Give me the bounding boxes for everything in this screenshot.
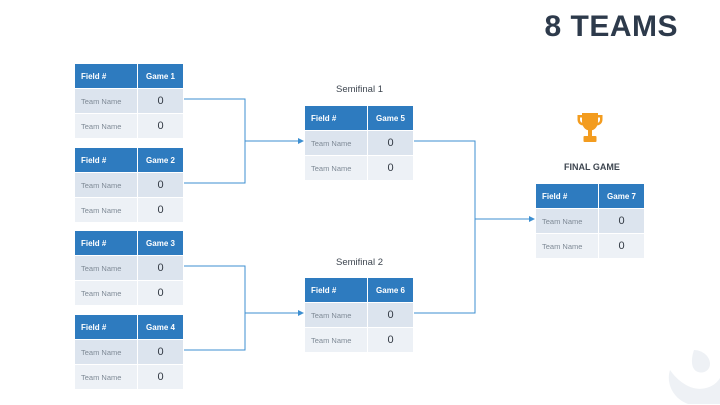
team-row: Team Name 0: [74, 255, 184, 281]
final-game-label: FINAL GAME: [564, 162, 620, 172]
team-row: Team Name 0: [74, 113, 184, 139]
team-row: Team Name 0: [74, 339, 184, 365]
field-header: Field #: [74, 147, 138, 173]
score-cell[interactable]: 0: [137, 197, 184, 223]
game-header: Game 3: [137, 230, 184, 256]
team-row: Team Name 0: [74, 197, 184, 223]
team-row: Team Name 0: [74, 280, 184, 306]
connector-game2-to-semi1: [184, 141, 246, 184]
team-name-cell[interactable]: Team Name: [74, 197, 138, 223]
game-header: Game 6: [367, 277, 414, 303]
trophy-icon: [577, 113, 603, 142]
connector-game1-to-semi1: [184, 98, 246, 141]
team-name-cell[interactable]: Team Name: [74, 172, 138, 198]
team-name-cell[interactable]: Team Name: [304, 155, 368, 181]
game-header: Game 5: [367, 105, 414, 131]
team-name-cell[interactable]: Team Name: [74, 280, 138, 306]
team-row: Team Name 0: [74, 364, 184, 390]
score-cell[interactable]: 0: [137, 364, 184, 390]
team-name-cell[interactable]: Team Name: [74, 255, 138, 281]
team-row: Team Name 0: [74, 172, 184, 198]
match-game-3: Field # Game 3 Team Name 0 Team Name 0: [74, 230, 184, 306]
semifinal-2-label: Semifinal 2: [336, 257, 383, 268]
score-cell[interactable]: 0: [367, 327, 414, 353]
connector-semi2-to-final: [414, 219, 476, 314]
match-game-1: Field # Game 1 Team Name 0 Team Name 0: [74, 63, 184, 139]
connector-game4-to-semi2: [184, 313, 246, 351]
game-header: Game 2: [137, 147, 184, 173]
field-header: Field #: [304, 105, 368, 131]
match-game-5: Field # Game 5 Team Name 0 Team Name 0: [304, 105, 414, 181]
field-header: Field #: [535, 183, 599, 209]
field-header: Field #: [74, 314, 138, 340]
page-title: 8 TEAMS: [544, 10, 678, 43]
match-game-2: Field # Game 2 Team Name 0 Team Name 0: [74, 147, 184, 223]
score-cell[interactable]: 0: [137, 255, 184, 281]
match-game-7: Field # Game 7 Team Name 0 Team Name 0: [535, 183, 645, 259]
game-header: Game 4: [137, 314, 184, 340]
score-cell[interactable]: 0: [137, 172, 184, 198]
field-header: Field #: [74, 63, 138, 89]
team-name-cell[interactable]: Team Name: [74, 113, 138, 139]
match-game-6: Field # Game 6 Team Name 0 Team Name 0: [304, 277, 414, 353]
match-game-4: Field # Game 4 Team Name 0 Team Name 0: [74, 314, 184, 390]
score-cell[interactable]: 0: [367, 302, 414, 328]
team-name-cell[interactable]: Team Name: [74, 339, 138, 365]
semifinal-1-label: Semifinal 1: [336, 84, 383, 95]
team-name-cell[interactable]: Team Name: [535, 233, 599, 259]
team-row: Team Name 0: [304, 130, 414, 156]
score-cell[interactable]: 0: [137, 113, 184, 139]
score-cell[interactable]: 0: [598, 233, 645, 259]
team-row: Team Name 0: [535, 233, 645, 259]
score-cell[interactable]: 0: [137, 339, 184, 365]
score-cell[interactable]: 0: [598, 208, 645, 234]
game-header: Game 1: [137, 63, 184, 89]
team-name-cell[interactable]: Team Name: [74, 88, 138, 114]
team-row: Team Name 0: [535, 208, 645, 234]
team-name-cell[interactable]: Team Name: [304, 302, 368, 328]
team-name-cell[interactable]: Team Name: [535, 208, 599, 234]
team-row: Team Name 0: [304, 155, 414, 181]
team-name-cell[interactable]: Team Name: [304, 130, 368, 156]
score-cell[interactable]: 0: [137, 88, 184, 114]
team-row: Team Name 0: [304, 327, 414, 353]
score-cell[interactable]: 0: [367, 130, 414, 156]
team-name-cell[interactable]: Team Name: [304, 327, 368, 353]
field-header: Field #: [74, 230, 138, 256]
connector-semi1-to-final: [414, 140, 476, 219]
connector-game3-to-semi2: [184, 265, 246, 313]
game-header: Game 7: [598, 183, 645, 209]
logo-watermark-icon: [668, 350, 720, 404]
score-cell[interactable]: 0: [367, 155, 414, 181]
field-header: Field #: [304, 277, 368, 303]
team-row: Team Name 0: [74, 88, 184, 114]
team-row: Team Name 0: [304, 302, 414, 328]
team-name-cell[interactable]: Team Name: [74, 364, 138, 390]
score-cell[interactable]: 0: [137, 280, 184, 306]
